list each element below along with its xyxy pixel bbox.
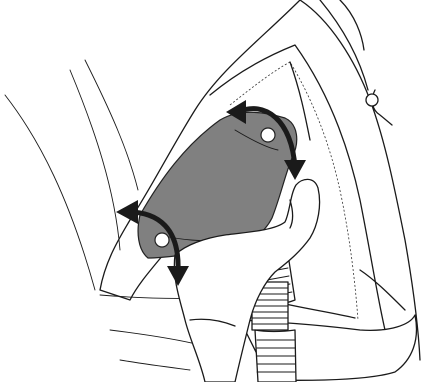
mount-hole-upper <box>261 128 275 142</box>
vent-knob <box>366 94 378 106</box>
arrow-head-left <box>116 200 138 224</box>
mount-hole-lower <box>155 233 169 247</box>
